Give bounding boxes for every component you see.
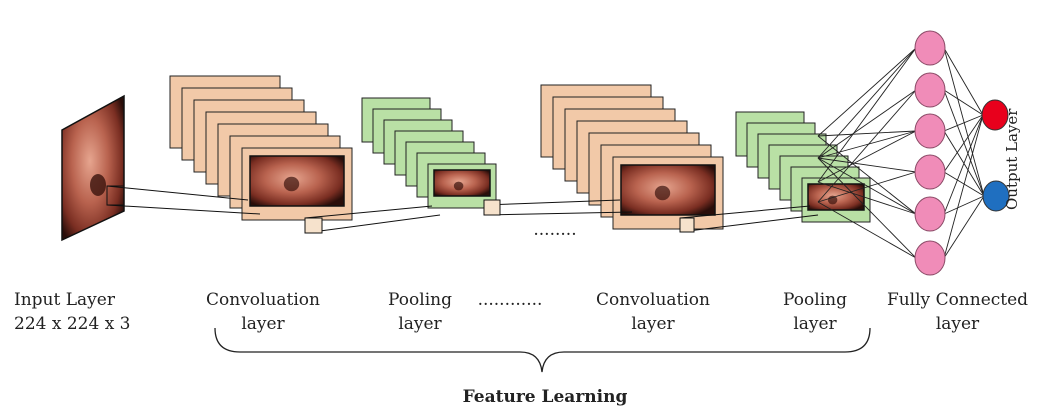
edge-fc-output xyxy=(943,195,985,259)
output-layer-label: Output Layer xyxy=(1003,108,1021,210)
edge-fc-output xyxy=(943,47,985,197)
edge-pool-fc xyxy=(817,181,917,215)
edge-pool-fc xyxy=(817,171,917,203)
feature-learning-brace xyxy=(214,327,871,373)
conv-layer-2-title: Convoluation xyxy=(595,290,710,310)
conv-layer-2-label: Convoluation layer xyxy=(578,288,728,336)
conv2-kernel xyxy=(679,217,695,233)
ellipsis-bottom: ............ xyxy=(470,288,550,312)
fully-connected-label: Fully Connected layer xyxy=(880,288,1035,336)
conv1-kernel xyxy=(304,217,323,234)
ellipsis-bottom-text: ............ xyxy=(477,290,543,310)
conv-layer-1-title: Convoluation xyxy=(205,290,320,310)
pool-block-1 xyxy=(361,97,497,209)
output-node-1 xyxy=(981,99,1009,131)
fc-node-2 xyxy=(914,72,946,108)
fc-node-3 xyxy=(914,113,946,149)
output-node-2 xyxy=(982,180,1010,212)
fully-connected-title: Fully Connected xyxy=(886,290,1029,310)
edge-pool-fc xyxy=(817,89,917,159)
edge-pool-fc xyxy=(817,47,917,159)
input-layer-label: Input Layer 224 x 224 x 3 xyxy=(14,288,154,336)
fc-node-4 xyxy=(914,154,946,190)
pooling-layer-2-label: Pooling layer xyxy=(765,288,865,336)
pooling-layer-2-title: Pooling xyxy=(783,290,847,310)
pooling-layer-1-label: Pooling layer xyxy=(370,288,470,336)
edge-fc-output xyxy=(943,195,985,215)
edge-fc-output xyxy=(943,114,984,132)
conv-layer-1-subtitle: layer xyxy=(241,314,285,334)
edge-pool-fc xyxy=(817,135,917,215)
pool1-feature-dark-spot xyxy=(453,181,464,191)
conv-block-1 xyxy=(169,75,353,221)
conv2-feature-dark-spot xyxy=(654,185,671,201)
edge-fc-output xyxy=(943,89,984,116)
pooling-layer-1-subtitle: layer xyxy=(398,314,442,334)
edge-fc-output xyxy=(943,47,984,116)
pooling-layer-1-title: Pooling xyxy=(388,290,452,310)
edge-fc-output xyxy=(943,114,984,259)
pool1-kernel xyxy=(483,199,501,216)
input-layer-title: Input Layer xyxy=(14,290,115,310)
conv-block-2 xyxy=(540,84,724,230)
fully-connected-network xyxy=(817,30,1010,276)
conv1-feature-dark-spot xyxy=(283,176,300,192)
connection-lines xyxy=(106,185,819,234)
fc-node-6 xyxy=(914,240,946,276)
pooling-layer-2-subtitle: layer xyxy=(793,314,837,334)
feature-learning-label: Feature Learning xyxy=(462,387,628,407)
edge-pool-fc xyxy=(817,201,917,259)
input-layer-size: 224 x 224 x 3 xyxy=(14,314,131,334)
edge-pool-fc xyxy=(817,157,917,215)
edge-fc-output xyxy=(943,114,984,215)
conv-layer-2-subtitle: layer xyxy=(631,314,675,334)
ellipsis-mid: ........ xyxy=(525,218,585,242)
edge-pool-fc xyxy=(817,130,917,137)
fc-node-1 xyxy=(914,30,946,66)
edge-pool-fc xyxy=(817,47,917,137)
edge-pool-fc xyxy=(817,130,917,159)
edge-pool-fc xyxy=(817,89,917,203)
conv-layer-1-label: Convoluation layer xyxy=(193,288,333,336)
pool1-feature-image xyxy=(433,169,491,197)
edge-pool-fc xyxy=(817,47,917,183)
fc-node-5 xyxy=(914,196,946,232)
input-image xyxy=(61,94,125,242)
edge-pool-fc xyxy=(817,130,917,183)
pool-block-2 xyxy=(735,111,871,223)
edge-pool-fc xyxy=(817,157,917,259)
edge-fc-output xyxy=(943,114,984,173)
ellipsis-mid-text: ........ xyxy=(533,220,577,240)
fully-connected-subtitle: layer xyxy=(935,314,980,334)
